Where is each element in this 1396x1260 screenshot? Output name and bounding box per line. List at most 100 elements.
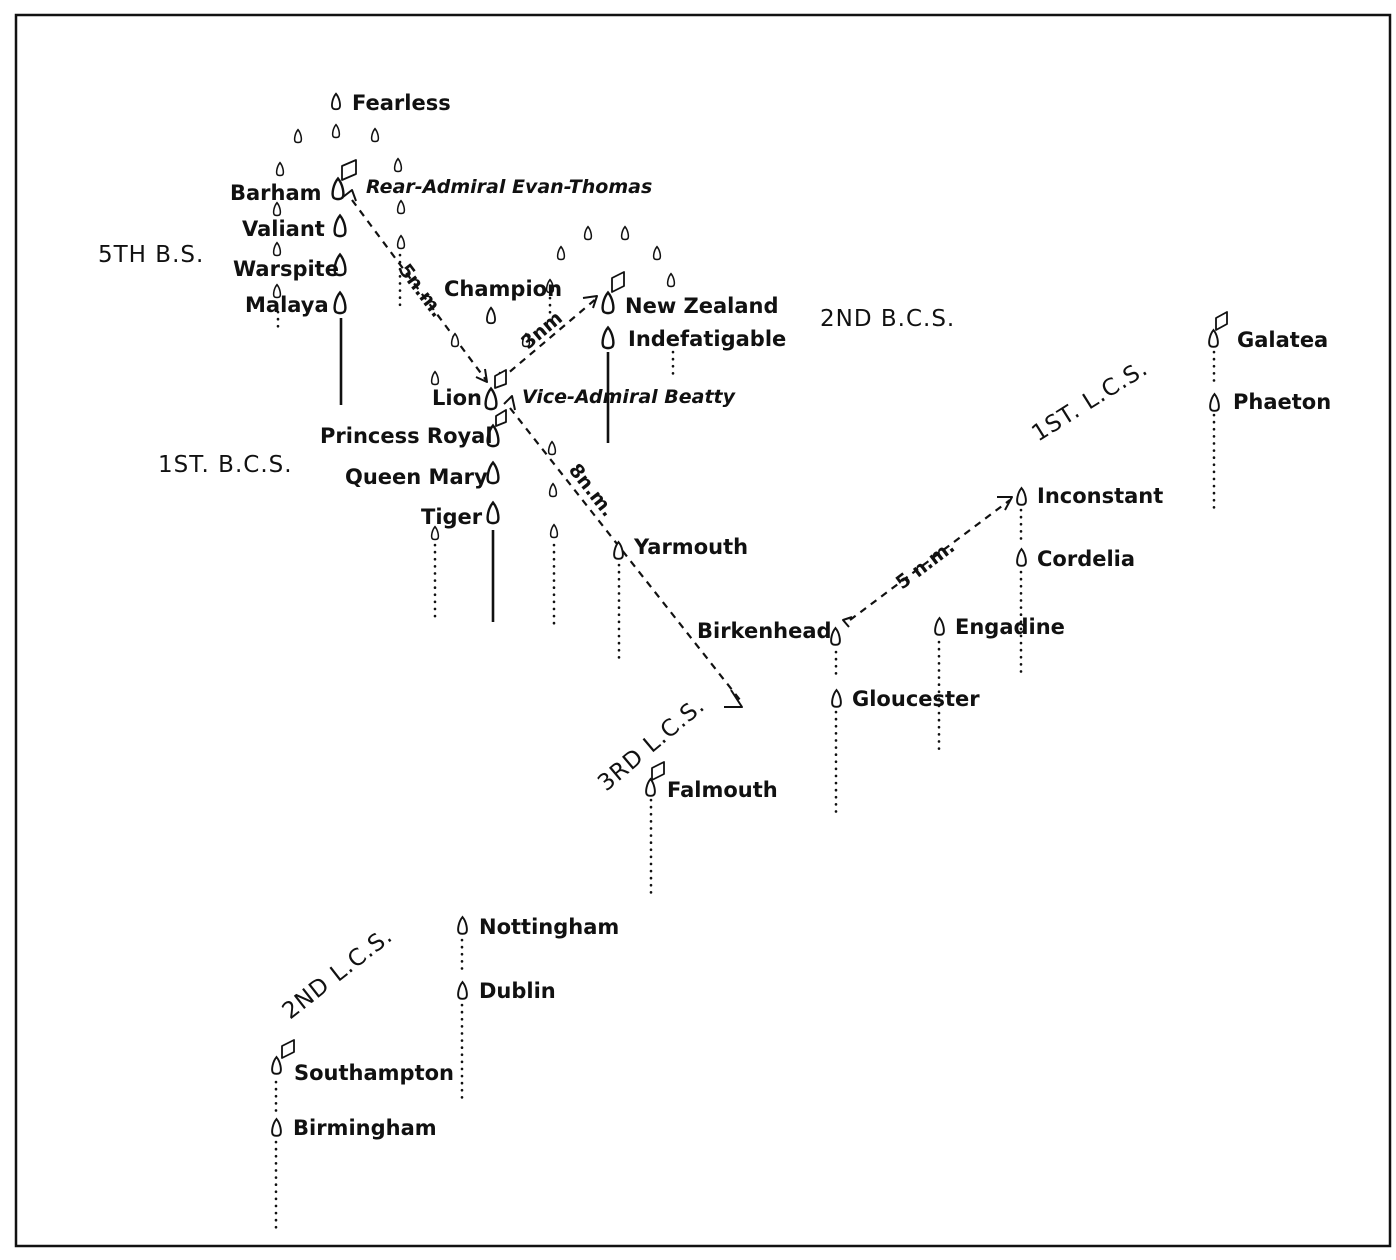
label-tiger: Tiger — [421, 505, 483, 529]
pennant-icon — [341, 159, 357, 181]
barham-lion-track — [351, 199, 487, 381]
pennant-icon — [495, 409, 507, 427]
arrow-head-inconstant — [997, 496, 1013, 511]
label-yarmouth: Yarmouth — [633, 535, 748, 559]
diagram-frame — [14, 13, 1392, 1248]
label-beatty: Vice-Admiral Beatty — [522, 386, 737, 408]
label-birmingham: Birmingham — [293, 1116, 437, 1140]
label-galatea: Galatea — [1237, 328, 1328, 352]
indefatigable-marker — [601, 326, 615, 350]
commander-labels: Rear-Admiral Evan-Thomas Vice-Admiral Be… — [366, 176, 737, 408]
destroyer-marker — [396, 234, 406, 250]
arrow-head-3lcs — [724, 689, 743, 708]
distance-tracks — [342, 189, 1013, 708]
label-engadine: Engadine — [955, 615, 1065, 639]
lion-marker — [484, 387, 498, 411]
champion-marker — [485, 306, 497, 325]
pennant-icon — [281, 1039, 295, 1059]
southampton-marker — [271, 1055, 282, 1075]
label-barham: Barham — [230, 181, 322, 205]
yarmouth-marker — [613, 540, 624, 560]
tiger-marker — [486, 501, 500, 525]
destroyer-marker — [556, 245, 566, 261]
label-cordelia: Cordelia — [1037, 547, 1135, 571]
fearless-marker — [330, 92, 342, 111]
ship-markers — [271, 92, 1220, 1137]
nottingham-marker — [457, 915, 468, 935]
label-1st-lcs: 1ST. L.C.S. — [1027, 355, 1152, 447]
arrow-head-lion-3 — [503, 395, 516, 411]
destroyer-marker — [666, 272, 676, 288]
pennant-icon — [494, 369, 507, 389]
wakes — [274, 253, 1216, 1232]
label-new-zealand: New Zealand — [625, 294, 779, 318]
destroyer-marker — [370, 127, 380, 143]
lion-nz-track — [499, 297, 598, 381]
phaeton-marker — [1209, 392, 1220, 412]
arrow-head-lion — [475, 368, 488, 383]
destroyer-marker — [275, 161, 285, 177]
arrow-head-birkenhead — [842, 616, 853, 628]
label-nottingham: Nottingham — [479, 915, 619, 939]
label-dist-birkenhead-inconstant: 5 n.m. — [892, 536, 959, 594]
label-valiant: Valiant — [242, 217, 325, 241]
pennant-icon — [611, 271, 625, 293]
arrow-head-barham — [342, 189, 357, 202]
destroyer-marker — [620, 225, 630, 241]
galatea-marker — [1208, 328, 1219, 348]
valiant-marker — [333, 214, 347, 238]
label-falmouth: Falmouth — [667, 778, 778, 802]
label-inconstant: Inconstant — [1037, 484, 1163, 508]
label-indefatigable: Indefatigable — [628, 327, 786, 351]
label-dublin: Dublin — [479, 979, 556, 1003]
destroyer-marker — [549, 523, 559, 539]
destroyer-marker — [547, 440, 557, 456]
birkenhead-marker — [830, 626, 841, 646]
destroyer-marker — [293, 128, 303, 144]
label-princess-royal: Princess Royal — [320, 424, 493, 448]
destroyer-marker — [396, 199, 406, 215]
label-champion: Champion — [444, 277, 562, 301]
falmouth-marker — [645, 777, 656, 797]
pennant-icon — [1215, 311, 1228, 331]
flag-pennants — [281, 159, 1228, 1059]
label-2nd-bcs: 2ND B.C.S. — [820, 306, 955, 332]
barham-marker — [331, 177, 345, 201]
label-lion: Lion — [432, 386, 482, 410]
destroyer-marker — [548, 482, 558, 498]
label-warspite: Warspite — [233, 257, 339, 281]
label-southampton: Southampton — [294, 1061, 454, 1085]
destroyer-marker — [583, 225, 593, 241]
label-queen-mary: Queen Mary — [345, 465, 488, 489]
label-birkenhead: Birkenhead — [697, 619, 832, 643]
pennant-icon — [651, 761, 665, 781]
inconstant-marker — [1016, 486, 1027, 506]
new-zealand-marker — [601, 291, 615, 315]
queen-mary-marker — [486, 461, 500, 485]
label-gloucester: Gloucester — [852, 687, 980, 711]
label-1st-bcs: 1ST. B.C.S. — [158, 452, 293, 478]
destroyer-marker — [450, 332, 460, 348]
destroyer-marker — [272, 241, 282, 257]
destroyer-marker — [393, 157, 403, 173]
engadine-marker — [934, 616, 945, 636]
birmingham-marker — [271, 1117, 282, 1137]
label-dist-barham-lion: 5n.m. — [394, 260, 448, 322]
label-evan-thomas: Rear-Admiral Evan-Thomas — [366, 176, 652, 198]
malaya-marker — [333, 291, 347, 315]
label-malaya: Malaya — [245, 293, 329, 317]
dublin-marker — [457, 980, 468, 1000]
label-fearless: Fearless — [352, 91, 451, 115]
gloucester-marker — [831, 688, 842, 708]
label-phaeton: Phaeton — [1233, 390, 1331, 414]
cordelia-marker — [1016, 547, 1027, 567]
lion-3lcs-track — [509, 407, 741, 701]
destroyer-marker — [652, 245, 662, 261]
ship-labels: Fearless Barham Valiant Warspite Malaya … — [230, 91, 1331, 1140]
arrow-head-nz — [582, 295, 598, 309]
label-dist-lion-nz: 3nm — [517, 307, 567, 354]
label-2nd-lcs: 2ND L.C.S. — [278, 923, 398, 1025]
label-5th-bs: 5TH B.S. — [98, 242, 204, 268]
destroyer-marker — [430, 370, 440, 386]
